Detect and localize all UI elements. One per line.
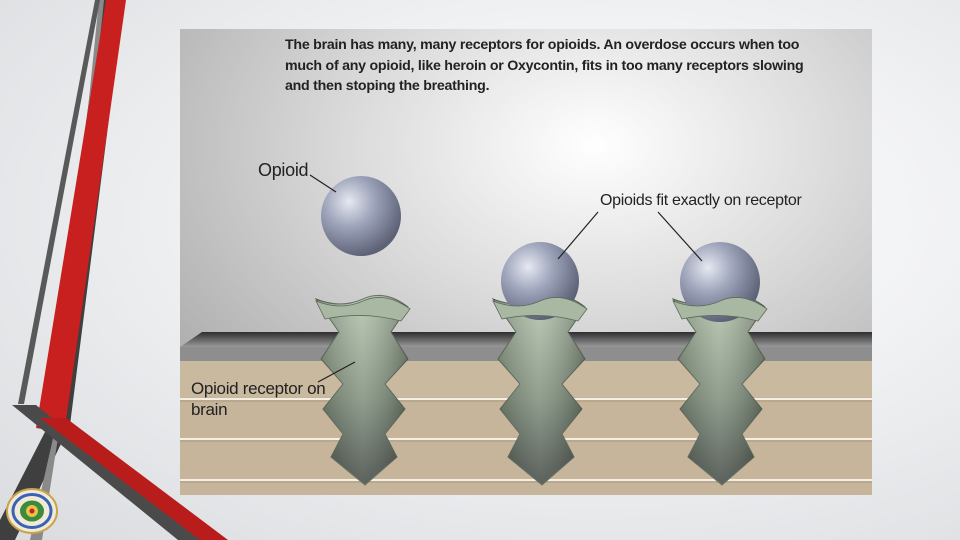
opioid-molecule-free <box>321 176 401 256</box>
stripe-gray <box>18 0 100 404</box>
leader-fit-2 <box>657 211 703 262</box>
leader-fit-1 <box>557 211 599 260</box>
label-opioid-receptor: Opioid receptor on brain <box>191 379 326 419</box>
label-opioids-fit: Opioids fit exactly on receptor <box>600 192 802 209</box>
leader-opioid <box>309 174 337 193</box>
stripe-base-red <box>40 418 228 540</box>
seal-icon <box>6 488 58 534</box>
label-opioid: Opioid <box>258 160 309 180</box>
receptor-shading-2 <box>493 295 585 485</box>
receptor-shading-3 <box>673 295 765 485</box>
diagram-caption: The brain has many, many receptors for o… <box>285 37 804 94</box>
receptor-rim-2 <box>492 297 588 322</box>
diagram-canvas <box>180 29 872 495</box>
opioid-receptor-diagram: The brain has many, many receptors for o… <box>180 29 872 495</box>
receptor-rim-3 <box>672 297 768 322</box>
receptor-rim-1 <box>315 297 411 322</box>
stripe-red <box>36 0 126 432</box>
leader-receptor <box>317 361 356 383</box>
receptor-shading-1 <box>316 295 408 485</box>
